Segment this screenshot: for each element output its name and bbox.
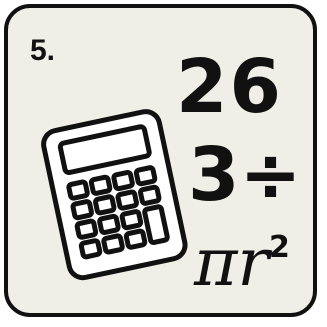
calculator-icon — [41, 109, 188, 281]
item-number: 5. — [30, 34, 56, 67]
pi-r-squared: πr2 — [194, 230, 290, 296]
pi-r-text: πr — [194, 224, 269, 301]
exponent-2: 2 — [268, 230, 290, 265]
math-card: 5. 26 3÷ — [4, 4, 317, 317]
number-3-divide: 3÷ — [188, 132, 302, 218]
number-26: 26 — [176, 44, 283, 130]
